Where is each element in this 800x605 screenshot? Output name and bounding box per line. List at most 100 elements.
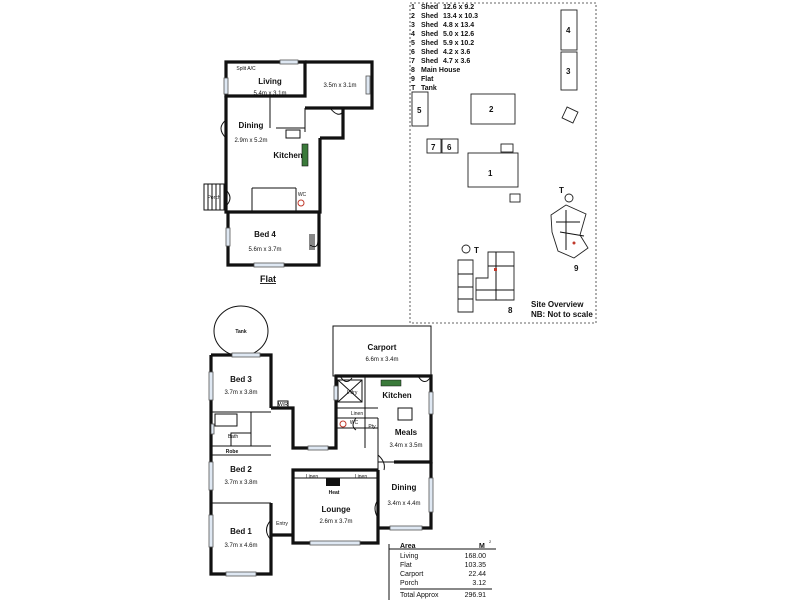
legend-num: 8 xyxy=(411,67,415,74)
robe-label: Robe xyxy=(226,449,239,455)
legend-dim: 5.9 x 10.2 xyxy=(443,40,474,47)
door-arc xyxy=(339,375,353,382)
flat-door-arc xyxy=(225,189,231,207)
bed1-label: Bed 1 xyxy=(230,527,252,536)
legend-dim: 12.6 x 9.2 xyxy=(443,4,474,11)
bath-label: Bath xyxy=(228,434,239,440)
flat-door-arc xyxy=(220,119,227,139)
site-flat-miniature: T 9 xyxy=(550,186,589,273)
legend-type: Flat xyxy=(421,76,434,83)
door-arc xyxy=(374,499,379,519)
heater-block xyxy=(326,478,340,486)
legend-num: 2 xyxy=(411,13,415,20)
flat-bed4-label: Bed 4 xyxy=(254,230,276,239)
flat-wc-walls xyxy=(251,187,297,212)
shed-6-label: 6 xyxy=(447,143,452,152)
legend-dim: 4.7 x 3.6 xyxy=(443,58,470,65)
legend-num: 1 xyxy=(411,4,415,11)
flat-marker-label: 9 xyxy=(574,264,579,273)
lounge-dim: 2.6m x 3.7m xyxy=(319,519,352,525)
shed-5 xyxy=(411,91,429,127)
linen-label: Linen xyxy=(306,474,318,480)
flat-title: Flat xyxy=(260,274,276,284)
flat-kitchen-sink xyxy=(285,129,301,139)
carport-label: Carport xyxy=(368,343,397,352)
flat-room-dim: 3.5m x 3.1m xyxy=(323,83,356,89)
small-structure xyxy=(500,143,514,153)
main-house-marker-label: 8 xyxy=(508,306,513,315)
wir-label: W/R xyxy=(278,402,288,408)
area-total-label: Total Approx xyxy=(400,592,439,599)
tank-marker-label: T xyxy=(474,246,479,255)
lounge-walls xyxy=(291,468,380,545)
legend-type: Shed xyxy=(421,31,438,38)
legend-type: Main House xyxy=(421,67,460,74)
flat-kitchen-wall xyxy=(320,108,345,140)
bed2-dim: 3.7m x 3.8m xyxy=(224,480,257,486)
shed-5-label: 5 xyxy=(417,106,422,115)
area-row-value: 168.00 xyxy=(465,553,487,560)
bed3-walls xyxy=(211,353,273,408)
flat-window xyxy=(365,75,371,95)
site-overview-caption: Site Overview xyxy=(531,300,584,309)
kitchen-stove xyxy=(380,379,402,387)
central-walls xyxy=(271,374,433,464)
flat-living-label: Living xyxy=(258,77,282,86)
bed3-label: Bed 3 xyxy=(230,375,252,384)
bed1-dim: 3.7m x 4.6m xyxy=(224,543,257,549)
legend-dim: 4.2 x 3.6 xyxy=(443,49,470,56)
legend-dim: 5.0 x 12.6 xyxy=(443,31,474,38)
meals-label: Meals xyxy=(395,428,418,437)
window xyxy=(307,445,329,451)
laundry-label: L'dry xyxy=(347,390,358,396)
flat-porch-steps xyxy=(203,183,225,211)
legend-dim: 13.4 x 10.3 xyxy=(443,13,478,20)
flat-split-ac-label: Split A/C xyxy=(236,66,256,72)
flat-door-arc xyxy=(309,239,319,248)
flat-plan: Split A/C Living 5.4m x 3.1m 3.5m x 3.1m… xyxy=(203,59,374,284)
tank-label: Tank xyxy=(235,329,247,335)
shed-6 xyxy=(441,138,459,154)
carport-dim: 6.6m x 3.4m xyxy=(365,357,398,363)
window xyxy=(333,385,339,401)
legend-num: 7 xyxy=(411,58,415,65)
flat-living-dim: 5.4m x 3.1m xyxy=(253,91,286,97)
flat-window xyxy=(279,59,299,65)
flat-window xyxy=(225,227,231,247)
flat-interior-walls xyxy=(269,96,306,132)
area-row-value: 22.44 xyxy=(468,571,486,578)
legend-type: Shed xyxy=(421,4,438,11)
flat-toilet xyxy=(297,199,305,207)
flat-dining-label: Dining xyxy=(239,121,264,130)
legend-num: 4 xyxy=(411,31,415,38)
shed-2-label: 2 xyxy=(489,105,494,114)
kitchen-label: Kitchen xyxy=(382,391,411,400)
flat-heater xyxy=(309,234,315,250)
area-header: Area xyxy=(400,543,416,550)
small-structure xyxy=(561,106,579,124)
laundry-area xyxy=(337,379,363,403)
legend-type: Shed xyxy=(421,40,438,47)
dining-label: Dining xyxy=(392,483,417,492)
linen-label: Linen xyxy=(351,411,363,417)
flat-wc-label: WC xyxy=(298,192,307,198)
area-row-value: 3.12 xyxy=(472,580,486,587)
entry-label: Entry xyxy=(276,521,288,527)
area-total-value: 296.91 xyxy=(465,592,487,599)
window xyxy=(231,352,261,358)
legend-type: Tank xyxy=(421,85,437,92)
bed2-label: Bed 2 xyxy=(230,465,252,474)
area-unit-header: M xyxy=(479,543,485,550)
window xyxy=(225,571,257,577)
bath-vanity xyxy=(230,432,252,447)
door-arc xyxy=(377,454,385,471)
area-row-label: Living xyxy=(400,553,418,560)
window xyxy=(210,423,215,435)
shed-1 xyxy=(467,152,519,188)
site-overview: 1 Shed 12.6 x 9.2 2 Shed 13.4 x 10.3 3 S… xyxy=(409,2,597,324)
flat-stove xyxy=(301,143,309,167)
window xyxy=(208,461,214,491)
dining-walls xyxy=(378,462,433,530)
